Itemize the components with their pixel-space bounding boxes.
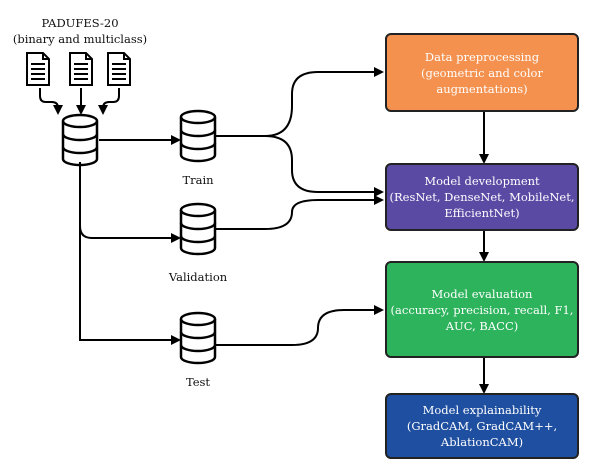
train-database-icon [179, 109, 217, 163]
evaluation-title: Model evaluation [431, 286, 533, 301]
evaluation-detail-2: AUC, BACC) [445, 318, 519, 333]
test-label: Test [185, 375, 211, 389]
train-label: Train [182, 173, 214, 187]
explainability-detail-1: (GradCAM, GradCAM++, [406, 419, 558, 433]
preprocessing-detail-2: augmentations) [436, 81, 528, 96]
document-icon-2 [69, 52, 93, 86]
pipeline-connectors [216, 67, 384, 346]
doc-arrows [39, 88, 120, 115]
validation-label: Validation [168, 270, 228, 284]
document-icon-1 [26, 52, 50, 86]
explainability-box: Model explainability (GradCAM, GradCAM++… [385, 393, 579, 459]
document-icon-3 [107, 52, 131, 86]
development-title: Model development [424, 174, 540, 188]
test-database-icon [179, 311, 217, 365]
validation-database-icon [179, 202, 217, 256]
source-title: PADUFES-20 [41, 16, 119, 30]
preprocessing-box: Data preprocessing (geometric and color … [385, 33, 579, 112]
development-box: Model development (ResNet, DenseNet, Mob… [385, 163, 579, 231]
preprocessing-detail-1: (geometric and color [421, 65, 543, 80]
preprocessing-title: Data preprocessing [424, 49, 540, 64]
explainability-title: Model explainability [422, 403, 542, 417]
split-arrows [79, 135, 181, 345]
evaluation-box: Model evaluation (accuracy, precision, r… [385, 261, 579, 358]
explainability-detail-2: AblationCAM) [440, 435, 524, 449]
source-subtitle: (binary and multiclass) [12, 32, 148, 46]
evaluation-detail-1: (accuracy, precision, recall, F1, [390, 302, 574, 317]
development-detail-1: (ResNet, DenseNet, MobileNet, [389, 190, 575, 204]
source-database-icon [61, 113, 99, 167]
development-detail-2: EfficientNet) [444, 206, 520, 220]
